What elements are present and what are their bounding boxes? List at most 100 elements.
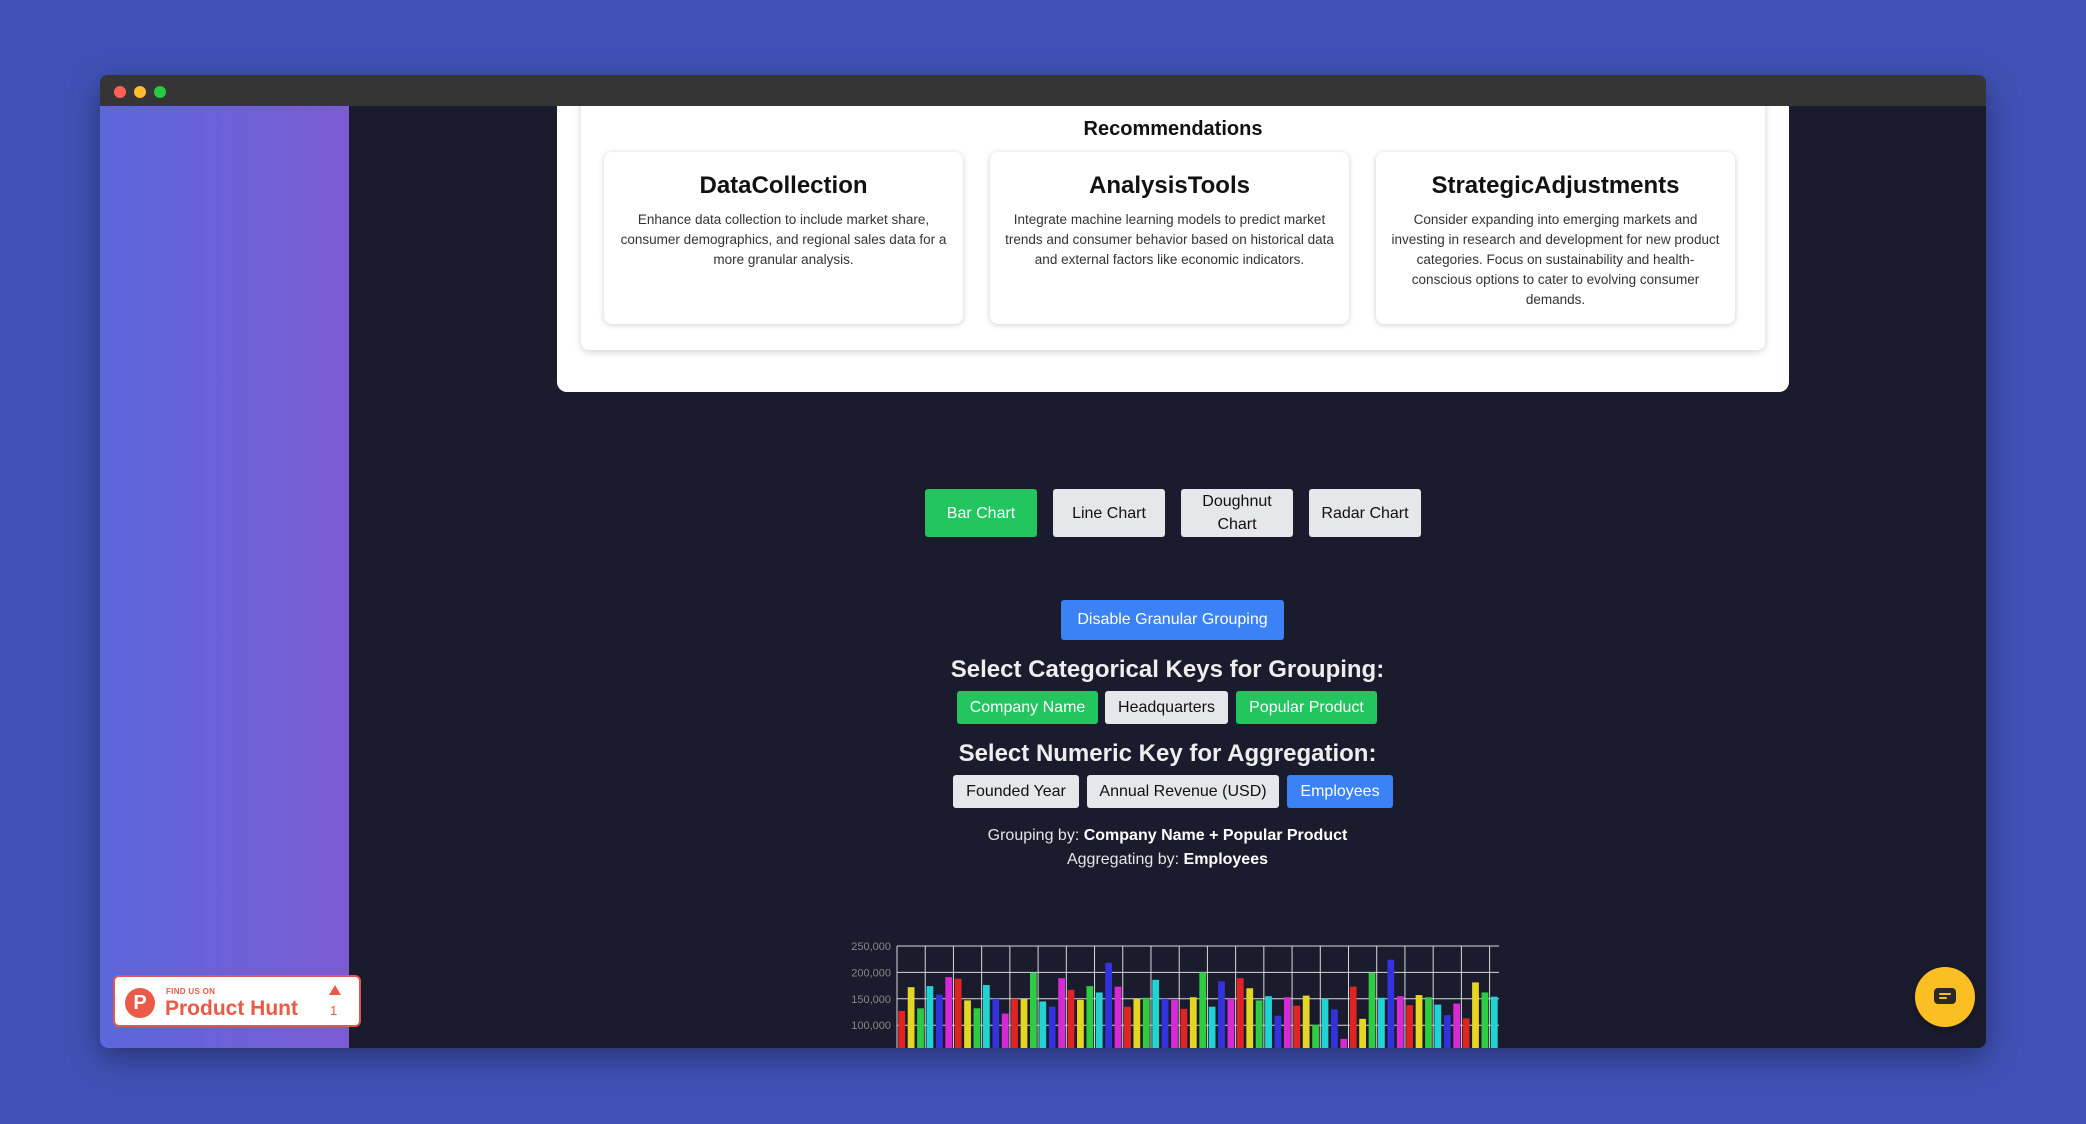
recommendation-card-analysis-tools: AnalysisTools Integrate machine learning… (990, 152, 1349, 324)
bar[interactable] (964, 1000, 971, 1048)
disable-granular-grouping-button[interactable]: Disable Granular Grouping (1061, 600, 1284, 640)
bar[interactable] (1302, 995, 1310, 1048)
bar[interactable] (1227, 998, 1235, 1048)
y-tick-label: 100,000 (851, 1020, 891, 1032)
key-annual-revenue[interactable]: Annual Revenue (USD) (1087, 775, 1279, 808)
radar-chart-button[interactable]: Radar Chart (1309, 489, 1421, 537)
aggregating-prefix: Aggregating by: (1066, 851, 1180, 868)
bar[interactable] (1058, 978, 1065, 1048)
key-founded-year[interactable]: Founded Year (953, 775, 1079, 808)
bar[interactable] (1171, 999, 1178, 1048)
grouping-value: Company Name + Popular Product (1083, 827, 1348, 844)
bar[interactable] (1265, 996, 1272, 1048)
categorical-keys-title: Select Categorical Keys for Grouping: (950, 656, 1385, 683)
bar[interactable] (1321, 998, 1329, 1048)
bar[interactable] (1218, 981, 1225, 1048)
product-hunt-name: Product Hunt (165, 997, 298, 1020)
y-tick-label: 250,000 (851, 941, 891, 953)
card-title: DataCollection (699, 172, 868, 199)
bar[interactable] (1030, 972, 1037, 1048)
bar[interactable] (1152, 979, 1160, 1048)
bar[interactable] (1236, 978, 1244, 1048)
bar[interactable] (1434, 1004, 1442, 1048)
bar[interactable] (1001, 1013, 1009, 1048)
bar[interactable] (1312, 1024, 1319, 1048)
numeric-key-title: Select Numeric Key for Aggregation: (958, 740, 1377, 767)
aggregating-value: Employees (1183, 851, 1268, 868)
bar[interactable] (1368, 972, 1376, 1048)
bar[interactable] (907, 987, 915, 1048)
bar[interactable] (1105, 962, 1113, 1048)
bar[interactable] (1415, 995, 1423, 1048)
bar[interactable] (982, 985, 990, 1048)
bar[interactable] (917, 1008, 924, 1048)
bar[interactable] (1011, 998, 1018, 1048)
close-window-dot[interactable] (114, 86, 126, 98)
recommendation-card-strategic-adjustments: StrategicAdjustments Consider expanding … (1376, 152, 1735, 324)
grouping-prefix: Grouping by: (987, 827, 1080, 844)
bar[interactable] (1396, 996, 1404, 1048)
bar[interactable] (1180, 1008, 1188, 1048)
bar[interactable] (1425, 997, 1432, 1048)
bar[interactable] (1443, 1015, 1451, 1048)
upvote-count: 1 (330, 1003, 338, 1018)
bar[interactable] (898, 1010, 906, 1048)
bar[interactable] (1340, 1038, 1348, 1048)
bar[interactable] (1378, 997, 1385, 1048)
bar[interactable] (1189, 997, 1197, 1048)
bar[interactable] (1086, 986, 1094, 1048)
bar[interactable] (1067, 989, 1075, 1048)
bar[interactable] (926, 986, 934, 1048)
bar[interactable] (954, 978, 962, 1048)
key-company-name[interactable]: Company Name (957, 691, 1098, 724)
bar[interactable] (1208, 1006, 1216, 1048)
product-hunt-badge[interactable]: P FIND US ON Product Hunt 1 (113, 975, 361, 1027)
bar[interactable] (973, 1008, 981, 1048)
minimize-window-dot[interactable] (134, 86, 146, 98)
sidebar (100, 106, 349, 1048)
bar[interactable] (1077, 999, 1084, 1048)
bar[interactable] (1293, 1005, 1301, 1048)
product-hunt-logo-icon: P (125, 988, 155, 1018)
bar-chart-button[interactable]: Bar Chart (925, 489, 1037, 537)
recommendations-panel: Recommendations DataCollection Enhance d… (557, 106, 1789, 392)
doughnut-chart-button[interactable]: Doughnut Chart (1181, 489, 1293, 537)
bar[interactable] (1124, 1006, 1131, 1048)
key-headquarters[interactable]: Headquarters (1105, 691, 1228, 724)
key-popular-product[interactable]: Popular Product (1236, 691, 1377, 724)
bar[interactable] (1472, 982, 1479, 1048)
card-text: Enhance data collection to include marke… (620, 212, 947, 267)
bar[interactable] (1331, 1009, 1338, 1048)
bar[interactable] (1453, 1003, 1461, 1048)
key-employees[interactable]: Employees (1287, 775, 1393, 808)
bar[interactable] (1406, 1005, 1414, 1048)
bar[interactable] (1161, 998, 1169, 1048)
bar[interactable] (1020, 998, 1028, 1048)
bar[interactable] (1274, 1015, 1282, 1048)
bar[interactable] (945, 977, 953, 1048)
bar[interactable] (1133, 998, 1141, 1048)
bar[interactable] (1246, 988, 1254, 1048)
bar[interactable] (992, 998, 1000, 1048)
bar[interactable] (1359, 1018, 1366, 1048)
bar[interactable] (1462, 1018, 1470, 1048)
maximize-window-dot[interactable] (154, 86, 166, 98)
bar[interactable] (1114, 986, 1122, 1048)
bar[interactable] (1481, 992, 1489, 1048)
bar[interactable] (1095, 992, 1103, 1048)
bar[interactable] (1255, 1000, 1263, 1048)
bar[interactable] (1490, 996, 1498, 1048)
chat-widget-button[interactable] (1915, 967, 1975, 1027)
bar[interactable] (1387, 959, 1395, 1048)
line-chart-button[interactable]: Line Chart (1053, 489, 1165, 537)
bar[interactable] (1142, 997, 1150, 1048)
bar[interactable] (1039, 1001, 1047, 1048)
aggregating-status: Aggregating by: Employees (349, 851, 1986, 869)
bar[interactable] (1349, 986, 1357, 1048)
recommendation-card-data-collection: DataCollection Enhance data collection t… (604, 152, 963, 324)
bar[interactable] (1199, 972, 1207, 1048)
bar[interactable] (1048, 1006, 1056, 1048)
bar[interactable] (1283, 997, 1291, 1048)
bar[interactable] (935, 994, 943, 1048)
